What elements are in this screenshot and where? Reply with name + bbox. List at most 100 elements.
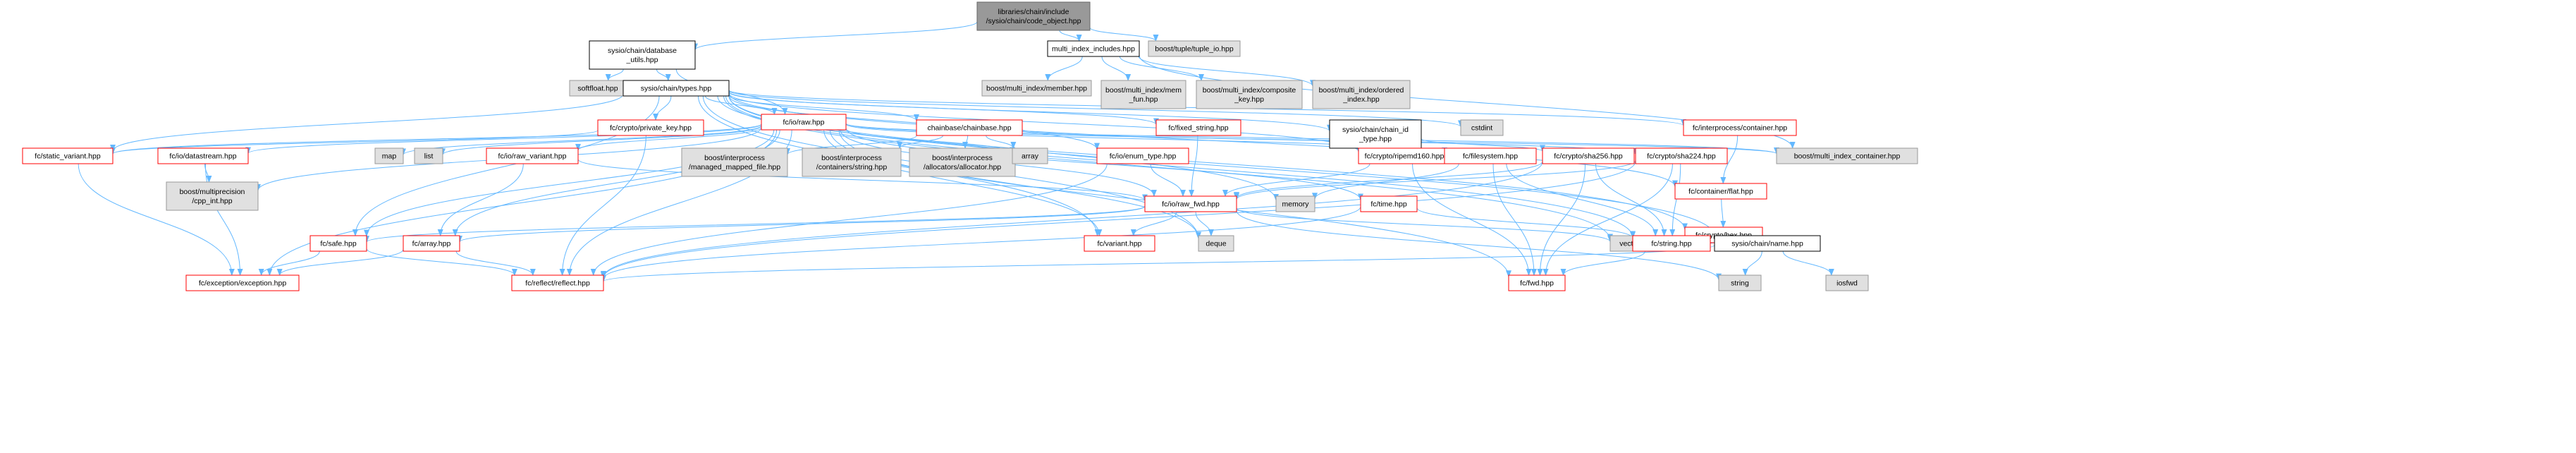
node-box-map: [374, 147, 404, 164]
edge-mii-to-mi_ordered: [1138, 56, 1315, 87]
edge-filesystem-to-memory: [1312, 163, 1459, 200]
node-box-exception: [185, 274, 300, 291]
edge-mii-to-mi_member: [1045, 56, 1083, 81]
node-label-fwd-0: fc/fwd.hpp: [1520, 279, 1554, 288]
node-fixedstr[interactable]: fc/fixed_string.hpp: [1155, 119, 1241, 136]
node-box-dbutils: [589, 40, 696, 70]
edge-raw-to-staticvariant: [110, 123, 762, 155]
edge-time-to-reflect: [601, 206, 1361, 279]
node-label-fixedstr-0: fc/fixed_string.hpp: [1168, 124, 1228, 133]
node-box-types: [622, 80, 730, 97]
node-box-mi_memfun: [1100, 80, 1186, 109]
node-fwd[interactable]: fc/fwd.hpp: [1508, 274, 1566, 291]
node-array: array: [1012, 147, 1048, 164]
node-cstdint: cstdint: [1460, 119, 1504, 136]
node-label-time-0: fc/time.hpp: [1370, 200, 1407, 209]
node-chainbase[interactable]: chainbase/chainbase.hpp: [916, 119, 1023, 136]
node-label-deque-0: deque: [1206, 240, 1226, 248]
node-box-raw: [761, 114, 847, 131]
node-types[interactable]: sysio/chain/types.hpp: [622, 80, 730, 97]
node-chainid[interactable]: sysio/chain/chain_id_type.hpp: [1329, 119, 1422, 149]
node-raw[interactable]: fc/io/raw.hpp: [761, 114, 847, 131]
node-label-mi_composite-0: boost/multi_index/composite: [1203, 86, 1296, 95]
node-rawfwd[interactable]: fc/io/raw_fwd.hpp: [1144, 195, 1237, 212]
node-sha256[interactable]: fc/crypto/sha256.hpp: [1542, 147, 1635, 164]
edge-rawvariant-to-fcarray: [437, 163, 524, 236]
node-enumtype[interactable]: fc/io/enum_type.hpp: [1096, 147, 1189, 164]
node-mii[interactable]: multi_index_includes.hpp: [1047, 40, 1140, 57]
edge-chainbase-to-mmf: [785, 135, 917, 155]
edge-root-to-dbutils: [692, 21, 978, 51]
node-label-dbutils-1: _utils.hpp: [626, 56, 658, 64]
node-root[interactable]: libraries/chain/include/sysio/chain/code…: [976, 1, 1091, 31]
node-box-tupleio: [1148, 40, 1241, 57]
node-rawvariant[interactable]: fc/io/raw_variant.hpp: [486, 147, 579, 164]
node-mmf: boost/interprocess/managed_mapped_file.h…: [681, 147, 788, 177]
edge-dbutils-to-softfloat: [605, 68, 624, 81]
edge-dbutils-to-raw: [675, 68, 788, 115]
edge-sha224-to-reflect: [601, 161, 1636, 279]
node-label-sha224-0: fc/crypto/sha224.hpp: [1647, 152, 1716, 161]
edge-rawfwd-to-safe: [364, 205, 1146, 243]
node-privkey[interactable]: fc/crypto/private_key.hpp: [597, 119, 704, 136]
node-label-fcarray-0: fc/array.hpp: [412, 240, 451, 248]
node-reflect[interactable]: fc/reflect/reflect.hpp: [511, 274, 604, 291]
node-micontainer: boost/multi_index_container.hpp: [1776, 147, 1918, 164]
edge-raw-to-fcarray: [452, 129, 780, 236]
edge-sha256-to-string_h: [1595, 163, 1667, 236]
node-label-mi_memfun-1: _fun.hpp: [1129, 95, 1158, 104]
node-box-chainid: [1329, 119, 1422, 149]
node-ipcstring: boost/interprocess/containers/string.hpp: [802, 147, 902, 177]
node-ripemd[interactable]: fc/crypto/ripemd160.hpp: [1358, 147, 1451, 164]
node-label-ipccontainer-0: fc/interprocess/container.hpp: [1693, 124, 1787, 133]
edge-raw-to-safe: [364, 129, 775, 237]
node-name[interactable]: sysio/chain/name.hpp: [1714, 235, 1821, 252]
node-box-rawvariant: [486, 147, 579, 164]
node-box-ipcstring: [802, 147, 902, 177]
node-label-raw-0: fc/io/raw.hpp: [783, 119, 825, 127]
node-label-mi_ordered-0: boost/multi_index/ordered: [1319, 86, 1404, 95]
node-datastream[interactable]: fc/io/datastream.hpp: [157, 147, 249, 164]
node-label-rawvariant-0: fc/io/raw_variant.hpp: [498, 152, 567, 161]
node-fcarray[interactable]: fc/array.hpp: [403, 235, 460, 252]
node-iosfwd: iosfwd: [1825, 274, 1869, 291]
edge-rawfwd-to-deque: [1195, 211, 1214, 236]
node-exception[interactable]: fc/exception/exception.hpp: [185, 274, 300, 291]
node-safe[interactable]: fc/safe.hpp: [309, 235, 367, 252]
node-label-safe-0: fc/safe.hpp: [320, 240, 357, 248]
edge-safe-to-reflect: [366, 248, 517, 276]
node-mi_member: boost/multi_index/member.hpp: [981, 80, 1092, 97]
node-label-mii-0: multi_index_includes.hpp: [1052, 45, 1135, 54]
node-variant[interactable]: fc/variant.hpp: [1084, 235, 1155, 252]
node-box-fwd: [1508, 274, 1566, 291]
edge-chainbase-to-ipcstring: [897, 135, 944, 149]
node-label-root-1: /sysio/chain/code_object.hpp: [986, 17, 1081, 25]
node-time[interactable]: fc/time.hpp: [1360, 195, 1418, 212]
edge-types-to-enumtype: [728, 95, 1100, 150]
node-dbutils[interactable]: sysio/chain/database_utils.hpp: [589, 40, 696, 70]
node-box-ipccontainer: [1683, 119, 1797, 136]
node-memory: memory: [1275, 195, 1315, 212]
node-label-ipcalloc-0: boost/interprocess: [932, 154, 993, 162]
node-staticvariant[interactable]: fc/static_variant.hpp: [22, 147, 114, 164]
node-box-flat: [1674, 183, 1767, 200]
edge-fixedstr-to-rawfwd: [1189, 135, 1198, 197]
node-mi_ordered: boost/multi_index/ordered_index.hpp: [1312, 80, 1411, 109]
node-box-string_std: [1718, 274, 1762, 291]
node-tupleio: boost/tuple/tuple_io.hpp: [1148, 40, 1241, 57]
node-map: map: [374, 147, 404, 164]
node-label-mi_ordered-1: _index.hpp: [1342, 95, 1380, 104]
node-sha224[interactable]: fc/crypto/sha224.hpp: [1635, 147, 1728, 164]
node-ipccontainer[interactable]: fc/interprocess/container.hpp: [1683, 119, 1797, 136]
node-string_h[interactable]: fc/string.hpp: [1632, 235, 1711, 252]
node-box-name: [1714, 235, 1821, 252]
edge-rawvariant-to-rawfwd: [577, 159, 1148, 202]
node-deque: deque: [1198, 235, 1234, 252]
node-label-variant-0: fc/variant.hpp: [1097, 240, 1141, 248]
node-box-root: [976, 1, 1091, 31]
edge-sha224-to-rawfwd: [1234, 159, 1636, 200]
node-flat[interactable]: fc/container/flat.hpp: [1674, 183, 1767, 200]
node-box-fixedstr: [1155, 119, 1241, 136]
node-filesystem[interactable]: fc/filesystem.hpp: [1444, 147, 1537, 164]
node-box-sha256: [1542, 147, 1635, 164]
